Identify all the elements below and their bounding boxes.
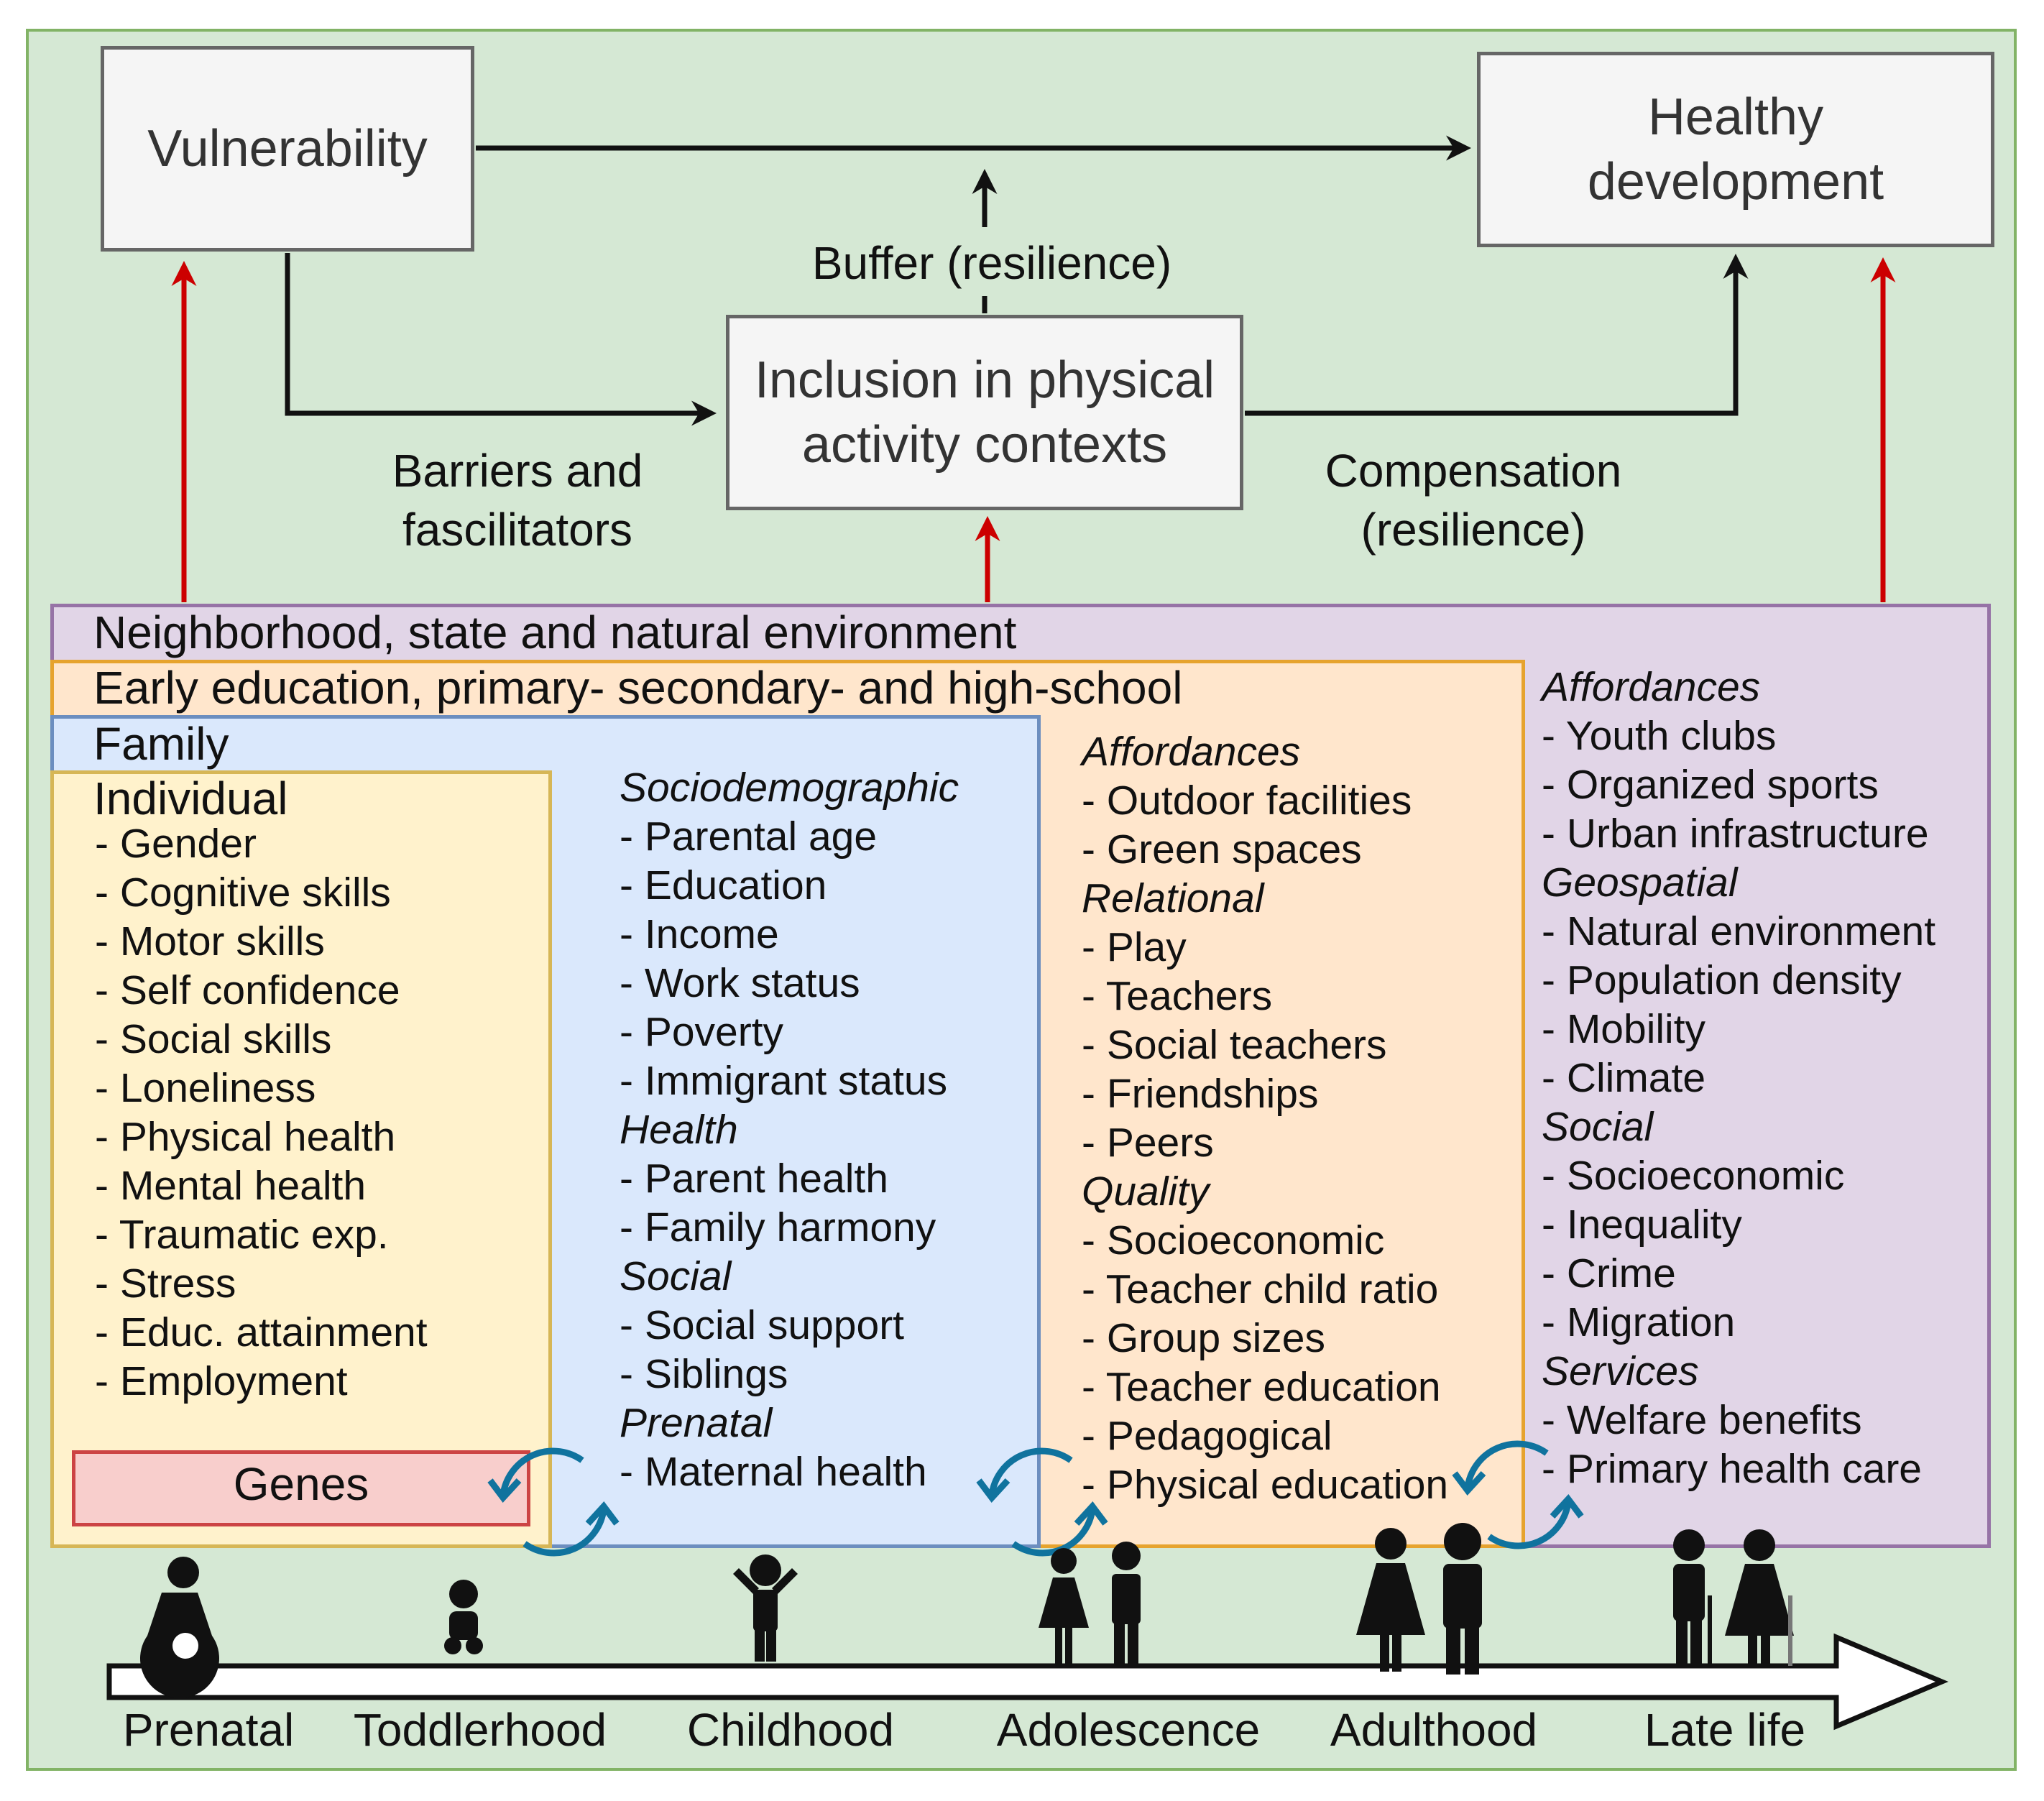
category-heading: Relational xyxy=(1082,875,1264,921)
list-item: - Teacher child ratio xyxy=(1082,1266,1439,1312)
genes-label: Genes xyxy=(233,1458,369,1510)
barriers-label: Barriers and fascilitators xyxy=(392,445,643,556)
list-item: - Gender xyxy=(95,821,257,867)
list-item: - Mobility xyxy=(1542,1006,1706,1052)
list-item: - Primary health care xyxy=(1542,1446,1923,1492)
list-item: - Group sizes xyxy=(1082,1315,1325,1361)
list-item: - Self confidence xyxy=(95,967,400,1013)
list-item: - Teacher education xyxy=(1082,1364,1441,1410)
list-item: - Siblings xyxy=(620,1351,788,1397)
list-item: - Play xyxy=(1082,924,1187,970)
list-item: - Education xyxy=(620,862,827,908)
inclusion-box: Inclusion in physical activity contexts xyxy=(726,315,1243,510)
list-item: - Maternal health xyxy=(620,1449,927,1495)
list-item: - Green spaces xyxy=(1082,826,1362,872)
individual-factors-list: - Gender - Cognitive skills - Motor skil… xyxy=(95,819,428,1406)
category-heading: Affordances xyxy=(1082,729,1301,775)
category-heading: Affordances xyxy=(1542,664,1761,710)
list-item: - Population density xyxy=(1542,957,1902,1003)
family-factors-list: Sociodemographic - Parental age - Educat… xyxy=(620,763,959,1496)
list-item: - Migration xyxy=(1542,1299,1736,1345)
list-item: - Cognitive skills xyxy=(95,870,391,916)
child-icon xyxy=(733,1554,798,1662)
list-item: - Loneliness xyxy=(95,1065,316,1111)
stage-adolescence: Adolescence xyxy=(996,1704,1261,1756)
cycle-arrows-icon xyxy=(487,1440,1584,1557)
category-heading: Social xyxy=(1542,1104,1654,1150)
individual-layer xyxy=(50,770,552,1548)
category-heading: Health xyxy=(620,1107,738,1153)
list-item: - Outdoor facilities xyxy=(1082,778,1412,824)
category-heading: Geospatial xyxy=(1542,860,1738,906)
family-title: Family xyxy=(93,718,229,770)
list-item: - Social skills xyxy=(95,1016,332,1062)
list-item: - Work status xyxy=(620,960,860,1006)
list-item: - Climate xyxy=(1542,1055,1706,1101)
school-title: Early education, primary- secondary- and… xyxy=(93,662,1183,714)
vulnerability-to-inclusion-arrow xyxy=(285,253,717,426)
category-heading: Prenatal xyxy=(620,1400,773,1446)
neighborhood-factors-list: Affordances - Youth clubs - Organized sp… xyxy=(1542,663,1935,1493)
list-item: - Parent health xyxy=(620,1156,888,1202)
list-item: - Poverty xyxy=(620,1009,784,1055)
list-item: - Socioeconomic xyxy=(1082,1217,1385,1263)
category-heading: Social xyxy=(620,1253,732,1299)
list-item: - Social teachers xyxy=(1082,1022,1387,1068)
list-item: - Youth clubs xyxy=(1542,713,1777,759)
list-item: - Mental health xyxy=(95,1163,367,1209)
adults-icon xyxy=(1356,1523,1482,1675)
list-item: - Pedagogical xyxy=(1082,1413,1332,1459)
stage-toddlerhood: Toddlerhood xyxy=(353,1704,607,1756)
list-item: - Crime xyxy=(1542,1250,1676,1296)
stage-prenatal: Prenatal xyxy=(122,1704,295,1756)
inclusion-to-healthy-arrow xyxy=(1245,254,1749,416)
category-heading: Sociodemographic xyxy=(620,765,959,811)
list-item: - Urban infrastructure xyxy=(1542,811,1929,857)
individual-title: Individual xyxy=(93,773,288,824)
list-item: - Peers xyxy=(1082,1120,1214,1166)
list-item: - Traumatic exp. xyxy=(95,1212,389,1258)
category-heading: Quality xyxy=(1082,1169,1210,1215)
elderly-couple-icon xyxy=(1673,1529,1794,1666)
timeline-arrow xyxy=(106,1633,1949,1731)
list-item: - Educ. attainment xyxy=(95,1309,428,1355)
vulnerability-box: Vulnerability xyxy=(101,46,474,252)
school-factors-list: Affordances - Outdoor facilities - Green… xyxy=(1082,727,1448,1509)
list-item: - Employment xyxy=(95,1358,348,1404)
genes-box xyxy=(72,1450,530,1526)
list-item: - Welfare benefits xyxy=(1542,1397,1862,1443)
compensation-label: Compensation (resilience) xyxy=(1325,445,1622,556)
stage-adulthood: Adulthood xyxy=(1330,1704,1538,1756)
list-item: - Motor skills xyxy=(95,918,325,964)
stage-childhood: Childhood xyxy=(686,1704,895,1756)
list-item: - Immigrant status xyxy=(620,1058,948,1104)
list-item: - Social support xyxy=(620,1302,905,1348)
toddler-icon xyxy=(444,1580,483,1654)
buffer-label: Buffer (resilience) xyxy=(811,237,1172,289)
list-item: - Teachers xyxy=(1082,973,1273,1019)
list-item: - Socioeconomic xyxy=(1542,1153,1845,1199)
list-item: - Physical health xyxy=(95,1114,396,1160)
list-item: - Parental age xyxy=(620,814,878,860)
list-item: - Friendships xyxy=(1082,1071,1319,1117)
healthy-development-box: Healthy development xyxy=(1477,52,1994,247)
list-item: - Stress xyxy=(95,1261,236,1307)
list-item: - Physical education xyxy=(1082,1462,1449,1508)
list-item: - Organized sports xyxy=(1542,762,1879,808)
category-heading: Services xyxy=(1542,1348,1699,1394)
stage-late-life: Late life xyxy=(1644,1704,1806,1756)
list-item: - Inequality xyxy=(1542,1202,1742,1248)
list-item: - Income xyxy=(620,911,779,957)
adolescents-icon xyxy=(1039,1542,1141,1665)
list-item: - Family harmony xyxy=(620,1204,936,1250)
pregnant-woman-icon xyxy=(139,1557,219,1698)
neighborhood-title: Neighborhood, state and natural environm… xyxy=(93,607,1017,658)
list-item: - Natural environment xyxy=(1542,908,1936,954)
